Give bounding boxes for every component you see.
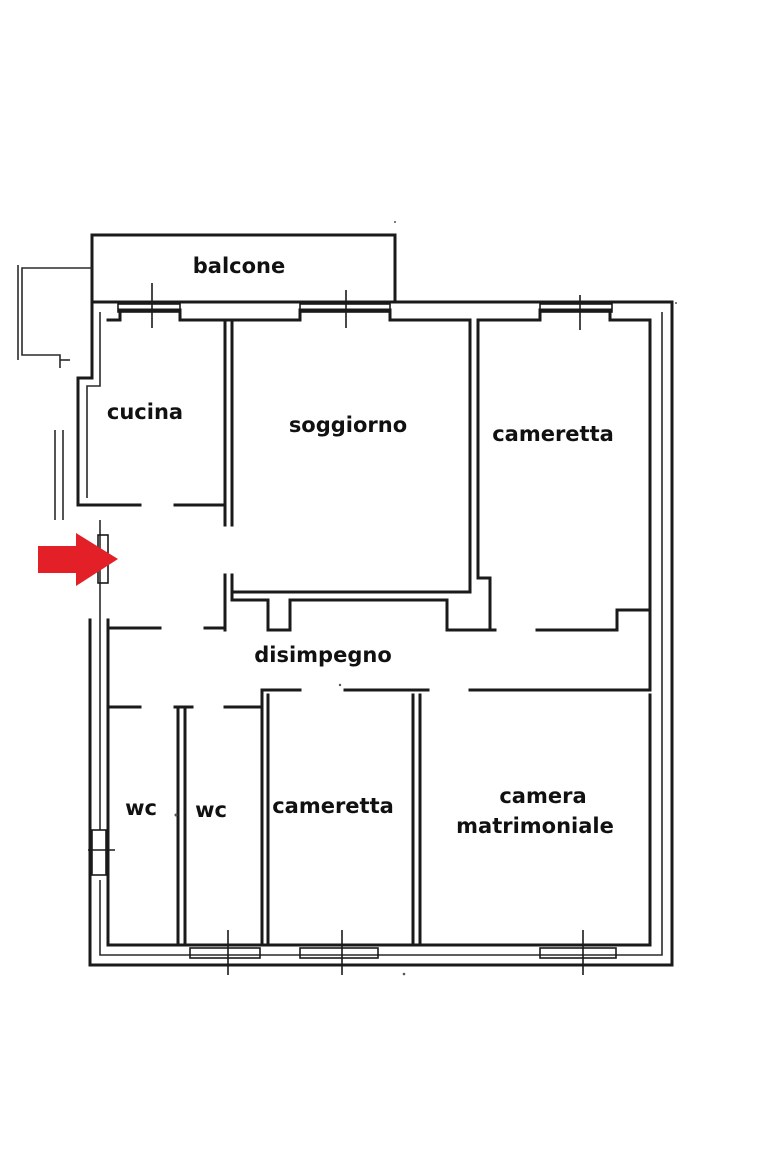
entrance-arrow-icon — [38, 533, 118, 586]
label-soggiorno: soggiorno — [289, 413, 407, 437]
label-matrimoniale: matrimoniale — [456, 814, 614, 838]
label-cameretta-top: cameretta — [492, 422, 614, 446]
label-cameretta-bottom: cameretta — [272, 794, 394, 818]
balcony-outline — [17, 233, 397, 368]
label-wc-right: wc — [195, 798, 227, 822]
label-balcone: balcone — [193, 254, 285, 278]
windows — [88, 283, 617, 975]
label-disimpegno: disimpegno — [254, 643, 392, 667]
scan-specks — [174, 221, 677, 976]
label-camera: camera — [499, 784, 586, 808]
interior-walls — [106, 308, 652, 947]
label-cucina: cucina — [107, 400, 183, 424]
label-wc-left: wc — [125, 796, 157, 820]
